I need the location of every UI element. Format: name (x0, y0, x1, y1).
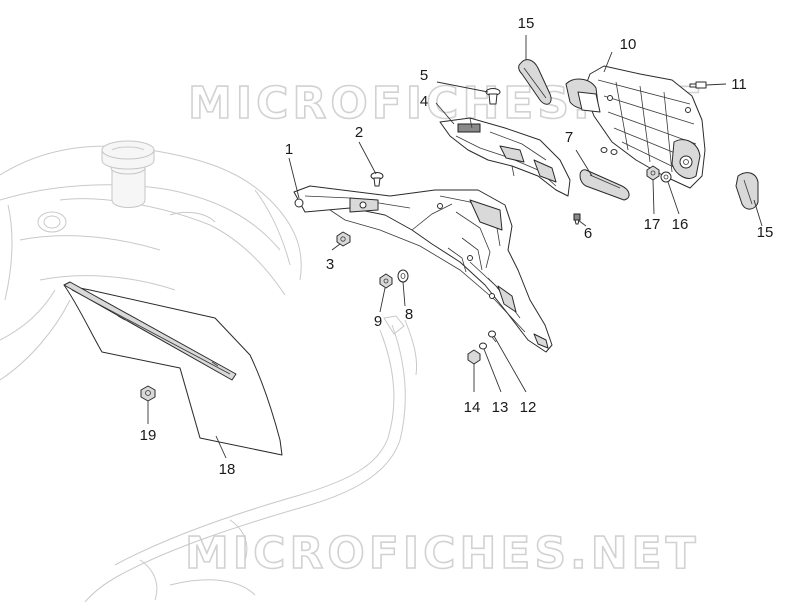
callout-7: 7 (565, 129, 573, 146)
part-10-plate-holder (565, 65, 706, 189)
part-4-light-housing (439, 117, 571, 197)
part-14-nut (467, 349, 481, 365)
part-9-nut (379, 273, 393, 289)
part-11-screw (689, 81, 707, 89)
part-3-nut (336, 231, 351, 247)
callout-5: 5 (420, 67, 428, 84)
callout-12: 12 (520, 399, 537, 416)
callout-2: 2 (355, 124, 363, 141)
callout-17: 17 (644, 216, 661, 233)
callout-6: 6 (584, 225, 592, 242)
callout-11: 11 (731, 76, 747, 93)
part-13-washer (479, 342, 487, 350)
part-6-screw (573, 213, 581, 225)
ghost-frame (0, 140, 418, 602)
part-15-pad-top (518, 59, 552, 105)
part-19-nut (140, 385, 156, 402)
callout-10: 10 (620, 36, 637, 53)
part-8-washer (397, 269, 409, 283)
callout-labels: 1 2 3 4 5 6 7 8 9 10 11 12 13 14 15 15 1… (140, 15, 774, 478)
callout-4: 4 (420, 93, 428, 110)
part-17-nut (646, 165, 660, 181)
callout-16: 16 (672, 216, 689, 233)
callout-15-top: 15 (518, 15, 535, 32)
part-7-reflector (579, 169, 630, 201)
watermark-bottom: MICROFICHES.NET (185, 528, 700, 579)
part-12-screw (488, 330, 497, 343)
callout-8: 8 (405, 306, 413, 323)
callout-9: 9 (374, 313, 382, 330)
callout-18: 18 (219, 461, 236, 478)
leader-lines (147, 35, 763, 459)
plate-hardware (600, 147, 618, 155)
callout-13: 13 (492, 399, 509, 416)
callout-19: 19 (140, 427, 157, 444)
part-1-rear-mudguard (293, 185, 553, 353)
part-15-pad-right (735, 172, 759, 210)
callout-15-right: 15 (757, 224, 774, 241)
part-2-screw (370, 172, 384, 187)
callout-14: 14 (464, 399, 481, 416)
part-18-splash-guard (63, 281, 283, 456)
part-16-washer (660, 171, 672, 183)
callout-3: 3 (326, 256, 334, 273)
callout-1: 1 (285, 141, 293, 158)
